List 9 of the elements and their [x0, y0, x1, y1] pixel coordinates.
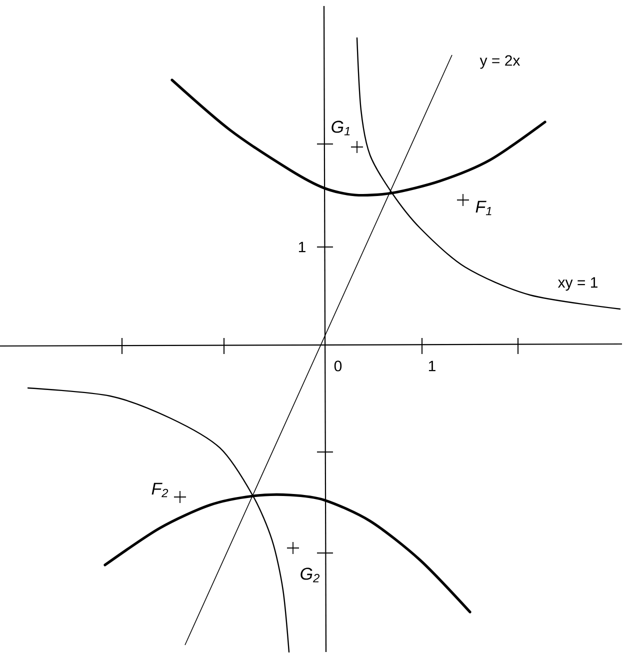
tick-label: 0 — [334, 360, 342, 372]
tick-label: 1 — [428, 360, 436, 372]
point-label: F$_{1}$ — [476, 200, 492, 216]
curve-label: y = 2x — [480, 55, 520, 69]
curve-label: xy = 1 — [558, 277, 598, 291]
point-label: G$_{2}$ — [300, 568, 320, 582]
tick-label: 1 — [298, 242, 306, 252]
point-label: G$_{1}$ — [332, 120, 350, 136]
point-label: F$_{2}$ — [152, 482, 168, 498]
